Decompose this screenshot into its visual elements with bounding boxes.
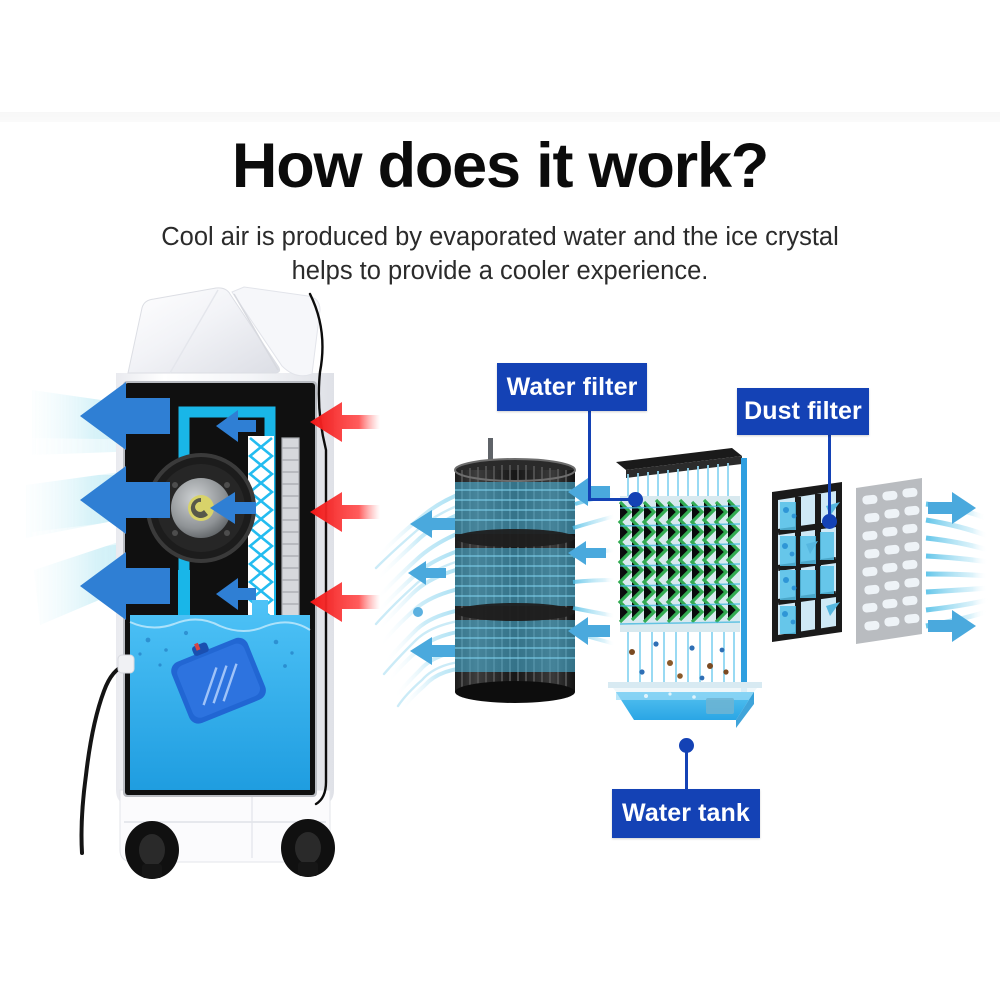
- callout-dust-filter[interactable]: Dust filter: [737, 388, 869, 435]
- mid-airflow: [572, 492, 616, 646]
- background-seam: [0, 112, 1000, 122]
- inlet-airflow: [925, 501, 989, 629]
- water-reservoir: [129, 600, 311, 790]
- dust-filter-leader: [828, 435, 831, 521]
- internal-air-arrows: [210, 410, 256, 610]
- airflow-exploded-diagram: [374, 438, 989, 728]
- blower-fan: [146, 453, 256, 563]
- grid-panel-filter: [772, 482, 842, 642]
- caster-wheel-right: [281, 819, 335, 877]
- top-background-band: [0, 0, 1000, 112]
- outlet-air-arrows: [408, 510, 458, 665]
- ice-pack: [171, 637, 266, 724]
- caster-wheel-left: [125, 821, 179, 879]
- water-tank-leader: [685, 742, 688, 791]
- water-filter-leader-horizontal: [588, 498, 632, 501]
- water-tank-anchor-dot: [679, 738, 694, 753]
- cool-air-arrows: [80, 382, 170, 620]
- power-cord: [79, 663, 128, 855]
- inlet-air-arrows: [928, 492, 976, 642]
- water-tank-basin: [608, 682, 762, 728]
- evaporative-cooler-cutaway: [26, 286, 380, 879]
- page-subtitle: Cool air is produced by evaporated water…: [161, 223, 839, 285]
- cylindrical-blower: [454, 438, 576, 703]
- callout-water-filter[interactable]: Water filter: [497, 363, 647, 411]
- water-filter-leader-vertical: [588, 411, 591, 501]
- callout-water-tank[interactable]: Water tank: [612, 789, 760, 838]
- dust-filter-anchor-dot: [822, 514, 837, 529]
- warm-air-arrows: [310, 402, 380, 622]
- water-distribution-bar: [616, 448, 742, 470]
- dust-filter-mesh: [856, 478, 922, 644]
- water-filter-anchor-dot: [628, 492, 643, 507]
- page-title: How does it work?: [231, 131, 769, 201]
- pad-drip: [627, 632, 735, 686]
- honeycomb-cooling-pad: [616, 448, 747, 702]
